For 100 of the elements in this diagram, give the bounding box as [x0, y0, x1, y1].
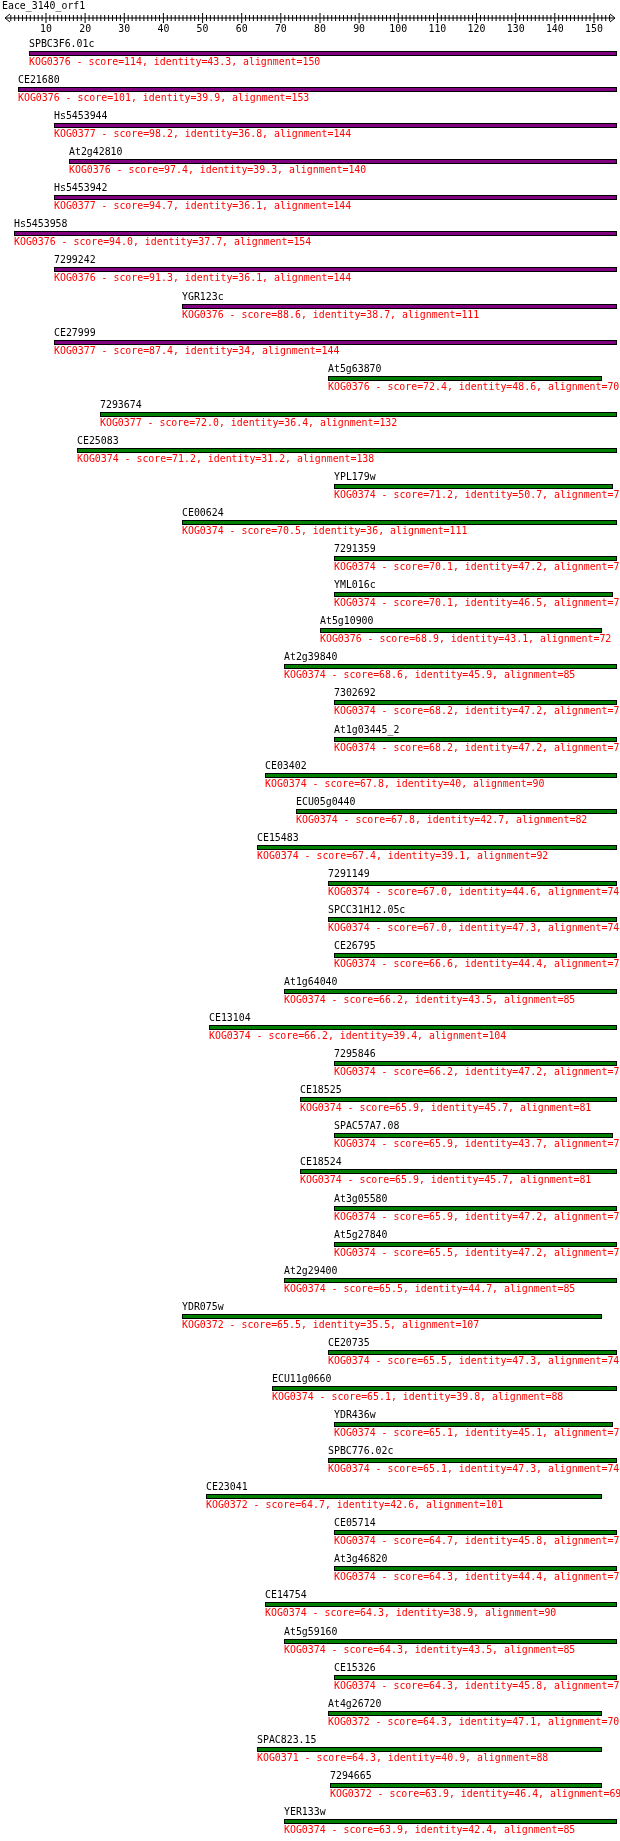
hit-name: At5g59160 — [284, 1625, 338, 1637]
score-text: KOG0374 - score=67.0, identity=47.3, alignment=74 — [328, 921, 620, 933]
score-text: KOG0374 - score=65.1, identity=39.8, alignment=88 — [272, 1390, 564, 1402]
hit-name: CE23041 — [206, 1481, 248, 1493]
hit-name: YDR075w — [182, 1300, 224, 1312]
hit-name: SPAC57A7.08 — [334, 1120, 400, 1132]
hit-name: YPL179w — [334, 470, 376, 482]
hit-name: SPBC3F6.01c — [29, 38, 95, 49]
score-text: KOG0374 - score=65.1, identity=45.1, alignment=7 — [334, 1427, 620, 1439]
hit-name: 7293674 — [100, 398, 142, 410]
hit-name: CE15326 — [334, 1661, 376, 1673]
score-text: KOG0374 - score=65.1, identity=47.3, alignment=74 — [328, 1463, 620, 1475]
score-text: KOG0374 - score=65.5, identity=47.2, alignment=7 — [334, 1246, 620, 1258]
score-text: KOG0374 - score=64.7, identity=45.8, alignment=7 — [334, 1535, 620, 1547]
hit-name: At5g63870 — [328, 362, 382, 374]
score-text: KOG0374 - score=63.9, identity=42.4, alignment=85 — [284, 1823, 576, 1835]
hit-name: YDR436w — [334, 1409, 376, 1421]
hit-name: Hs5453958 — [14, 218, 68, 230]
hit-name: 7291359 — [334, 543, 376, 555]
score-text: KOG0374 - score=64.3, identity=45.8, alignment=7 — [334, 1679, 620, 1691]
score-text: KOG0374 - score=65.9, identity=45.7, alignment=81 — [300, 1174, 592, 1186]
hit-name: 7291149 — [328, 867, 370, 879]
score-text: KOG0374 - score=70.5, identity=36, alignment=111 — [182, 525, 468, 537]
score-text: KOG0374 - score=64.3, identity=44.4, alignment=7 — [334, 1571, 620, 1583]
score-text: KOG0376 - score=94.0, identity=37.7, alignment=154 — [14, 236, 312, 248]
hit-name: CE20735 — [328, 1336, 370, 1348]
score-text: KOG0376 - score=114, identity=43.3, alignment=150 — [29, 56, 321, 67]
hit-name: SPBC776.02c — [328, 1445, 394, 1457]
hit-name: YER133w — [284, 1805, 326, 1817]
score-text: KOG0376 - score=68.9, identity=43.1, alignment=72 — [320, 633, 612, 645]
score-text: KOG0374 - score=66.2, identity=39.4, alignment=104 — [209, 1030, 507, 1042]
hit-name: At2g42810 — [69, 146, 123, 158]
score-text: KOG0374 - score=65.9, identity=43.7, alignment=7 — [334, 1138, 620, 1150]
hit-name: CE18525 — [300, 1084, 342, 1096]
hit-name: CE13104 — [209, 1012, 251, 1024]
hit-name: At2g29400 — [284, 1264, 338, 1276]
hit-name: 7295846 — [334, 1048, 376, 1060]
score-text: KOG0374 - score=67.8, identity=40, alignment=90 — [265, 777, 545, 789]
hit-name: CE14754 — [265, 1589, 307, 1601]
score-text: KOG0374 - score=65.9, identity=45.7, alignment=81 — [300, 1102, 592, 1114]
score-text: KOG0372 - score=64.7, identity=42.6, alignment=101 — [206, 1499, 504, 1511]
score-text: KOG0374 - score=67.4, identity=39.1, alignment=92 — [257, 849, 549, 861]
score-text: KOG0372 - score=63.9, identity=46.4, alignment=69 — [330, 1787, 620, 1799]
hit-name: 7294665 — [330, 1769, 372, 1781]
hit-name: At1g03445_2 — [334, 723, 400, 735]
hit-name: 7302692 — [334, 687, 376, 699]
hit-name: CE27999 — [54, 326, 96, 338]
hit-name: At4g26720 — [328, 1697, 382, 1709]
score-text: KOG0374 - score=71.2, identity=31.2, alignment=138 — [77, 452, 375, 464]
score-text: KOG0374 - score=68.2, identity=47.2, alignment=7 — [334, 705, 620, 717]
hit-name: CE26795 — [334, 940, 376, 951]
hit-name: At3g05580 — [334, 1192, 388, 1204]
hit-name: Hs5453942 — [54, 182, 108, 194]
hit-name: 7299242 — [54, 254, 96, 266]
score-text: KOG0376 - score=101, identity=39.9, alignment=153 — [18, 92, 310, 104]
score-text: KOG0376 - score=91.3, identity=36.1, alignment=144 — [54, 272, 352, 284]
hit-name: YGR123c — [182, 290, 224, 302]
hit-name: At1g64040 — [284, 976, 338, 988]
hit-name: ECU11g0660 — [272, 1372, 332, 1384]
score-text: KOG0371 - score=64.3, identity=40.9, alignment=88 — [257, 1751, 549, 1763]
score-text: KOG0374 - score=66.6, identity=44.4, alignment=7 — [334, 958, 620, 969]
score-text: KOG0377 - score=72.0, identity=36.4, alignment=132 — [100, 416, 398, 428]
sequence-title: Eace_3140_orf1 — [2, 0, 86, 11]
hit-name: SPCC31H12.05c — [328, 903, 406, 915]
score-text: KOG0377 - score=98.2, identity=36.8, alignment=144 — [54, 128, 352, 140]
score-text: KOG0376 - score=72.4, identity=48.6, alignment=70 — [328, 380, 620, 392]
score-text: KOG0372 - score=64.3, identity=47.1, alignment=70 — [328, 1715, 620, 1727]
hit-name: Hs5453944 — [54, 110, 108, 122]
score-text: KOG0374 - score=66.2, identity=43.5, alignment=85 — [284, 994, 576, 1006]
score-text: KOG0374 - score=70.1, identity=46.5, alignment=7 — [334, 597, 620, 609]
hit-name: CE25083 — [77, 434, 119, 446]
score-text: KOG0377 - score=87.4, identity=34, alignment=144 — [54, 344, 340, 356]
hit-name: At5g10900 — [320, 615, 374, 627]
hit-name: CE03402 — [265, 759, 307, 771]
score-text: KOG0376 - score=88.6, identity=38.7, alignment=111 — [182, 308, 480, 320]
hit-name: At5g27840 — [334, 1228, 388, 1240]
score-text: KOG0374 - score=64.3, identity=43.5, alignment=85 — [284, 1643, 576, 1655]
score-text: KOG0374 - score=65.9, identity=47.2, alignment=7 — [334, 1210, 620, 1222]
score-text: KOG0377 - score=94.7, identity=36.1, alignment=144 — [54, 200, 352, 212]
score-text: KOG0374 - score=67.8, identity=42.7, alignment=82 — [296, 813, 588, 825]
score-text: KOG0374 - score=67.0, identity=44.6, alignment=74 — [328, 885, 620, 897]
hit-name: CE05714 — [334, 1517, 376, 1529]
score-text: KOG0374 - score=65.5, identity=47.3, alignment=74 — [328, 1354, 620, 1366]
score-text: KOG0374 - score=64.3, identity=38.9, alignment=90 — [265, 1607, 557, 1619]
score-text: KOG0374 - score=68.2, identity=47.2, alignment=7 — [334, 741, 620, 753]
hit-name: At3g46820 — [334, 1553, 388, 1565]
hit-name: CE18524 — [300, 1156, 342, 1168]
hit-name: CE00624 — [182, 507, 224, 519]
score-text: KOG0372 - score=65.5, identity=35.5, alignment=107 — [182, 1318, 480, 1330]
score-text: KOG0374 - score=66.2, identity=47.2, alignment=7 — [334, 1066, 620, 1078]
hit-name: CE15483 — [257, 831, 299, 843]
hit-name: SPAC823.15 — [257, 1733, 317, 1745]
score-text: KOG0374 - score=68.6, identity=45.9, alignment=85 — [284, 669, 576, 681]
score-text: KOG0374 - score=65.5, identity=44.7, alignment=85 — [284, 1282, 576, 1294]
score-text: KOG0374 - score=71.2, identity=50.7, alignment=7 — [334, 488, 620, 500]
score-text: KOG0374 - score=70.1, identity=47.2, alignment=7 — [334, 561, 620, 573]
score-text: KOG0376 - score=97.4, identity=39.3, alignment=140 — [69, 164, 367, 176]
hit-name: YML016c — [334, 579, 376, 591]
hit-name: At2g39840 — [284, 651, 338, 663]
hit-name: ECU05g0440 — [296, 795, 356, 807]
